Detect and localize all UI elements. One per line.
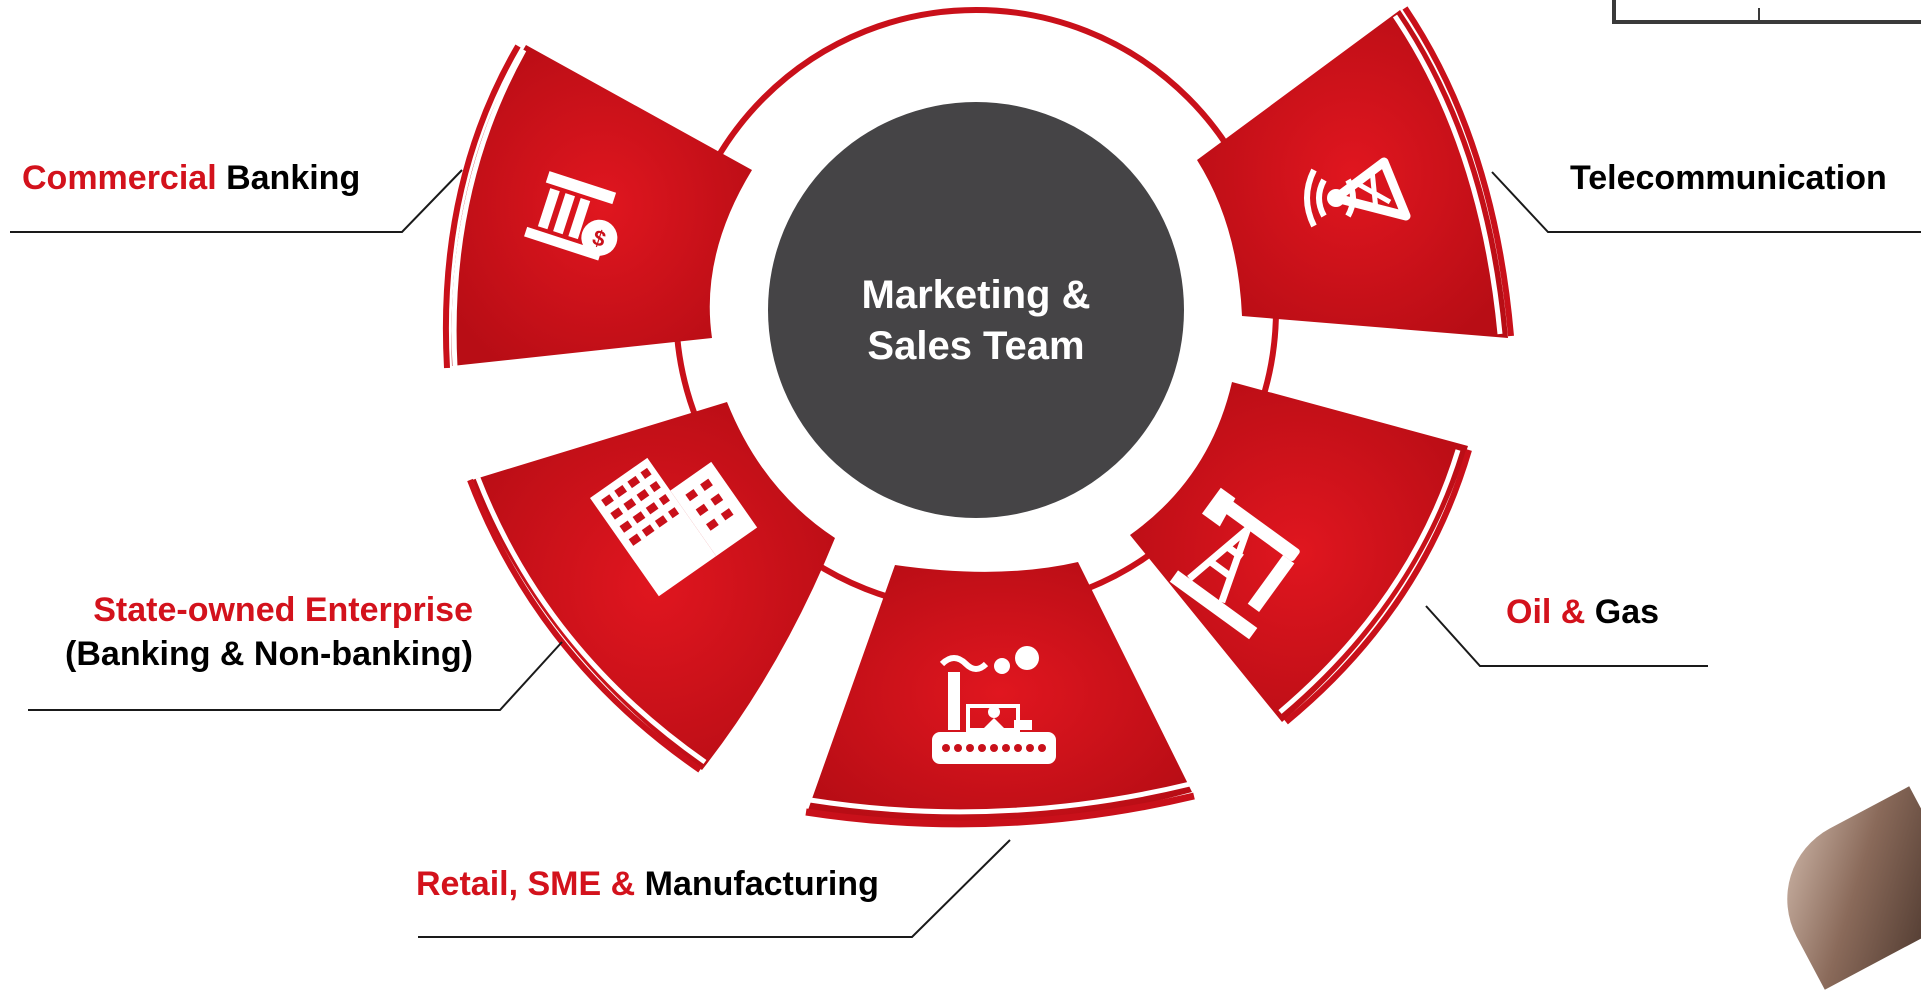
label-telecommunication-part1: Telecommunication xyxy=(1570,159,1887,197)
label-state-owned-line2: (Banking & Non-banking) xyxy=(65,635,473,674)
leader-lines xyxy=(10,169,1921,938)
label-telecommunication: Telecommunication xyxy=(1570,156,1887,200)
factory-icon xyxy=(932,646,1056,764)
label-commercial-banking: Commercial Banking xyxy=(22,156,360,200)
label-retail-sme-part2: Manufacturing xyxy=(635,865,879,903)
segment-telecommunication xyxy=(1197,6,1514,338)
corner-frame xyxy=(1612,0,1921,24)
label-retail-sme: Retail, SME & Manufacturing xyxy=(416,862,879,906)
center-circle xyxy=(768,102,1184,518)
label-oil-gas-part1: Oil & xyxy=(1506,593,1586,631)
label-oil-gas: Oil & Gas xyxy=(1506,590,1659,634)
label-retail-sme-part1: Retail, SME & xyxy=(416,865,636,903)
label-state-owned: State-owned Enterprise (Banking & Non-ba… xyxy=(65,588,473,676)
sector-diagram: $ xyxy=(10,6,1921,938)
leader-line-oil-gas xyxy=(1425,605,1708,667)
center-title-line1: Marketing & xyxy=(861,273,1091,317)
center-title-line2: Sales Team xyxy=(867,324,1085,368)
segment-retail-sme xyxy=(805,562,1195,828)
radio-tower-icon xyxy=(1304,157,1411,228)
leader-line-commercial-banking xyxy=(10,169,463,233)
center-title: Marketing & Sales Team xyxy=(776,270,1176,372)
bank-icon: $ xyxy=(524,171,618,261)
leader-line-telecommunication xyxy=(1491,171,1921,233)
segment-commercial-banking xyxy=(442,44,752,369)
label-state-owned-line1: State-owned Enterprise xyxy=(93,591,473,629)
office-building-icon xyxy=(590,457,758,597)
corner-frame-tick xyxy=(1758,8,1760,24)
label-commercial-banking-part1: Commercial xyxy=(22,159,217,197)
leader-line-state-owned xyxy=(28,641,563,711)
label-commercial-banking-part2: Banking xyxy=(216,159,361,197)
oil-pump-icon xyxy=(1169,487,1300,640)
label-oil-gas-part2: Gas xyxy=(1585,593,1660,631)
leader-line-retail-sme xyxy=(418,839,1011,938)
